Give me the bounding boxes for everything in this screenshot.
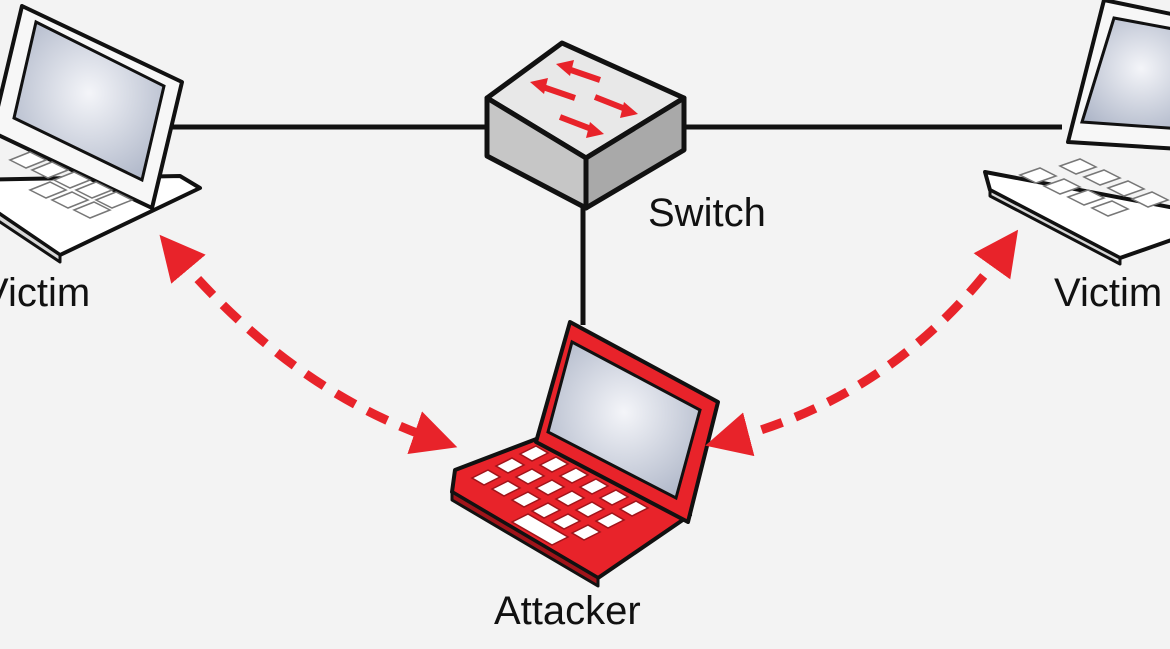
victim-right-label: Victim [1054,271,1162,315]
attacker-laptop-icon [450,320,720,588]
attacker-label: Attacker [494,589,641,633]
victim-right-laptop-icon [983,0,1170,266]
switch-label: Switch [648,191,766,235]
network-switch-icon [484,40,687,211]
attacker-keyboard [470,445,650,546]
network-links [172,124,1062,325]
victim-left-laptop-icon [0,4,202,264]
attack-arrows [159,229,1019,457]
attack-arrow-right-icon [705,229,1019,457]
switch-arrows-icon [530,60,638,138]
attack-arrow-left-icon [159,234,458,454]
victim-left-label: Victim [0,271,90,315]
